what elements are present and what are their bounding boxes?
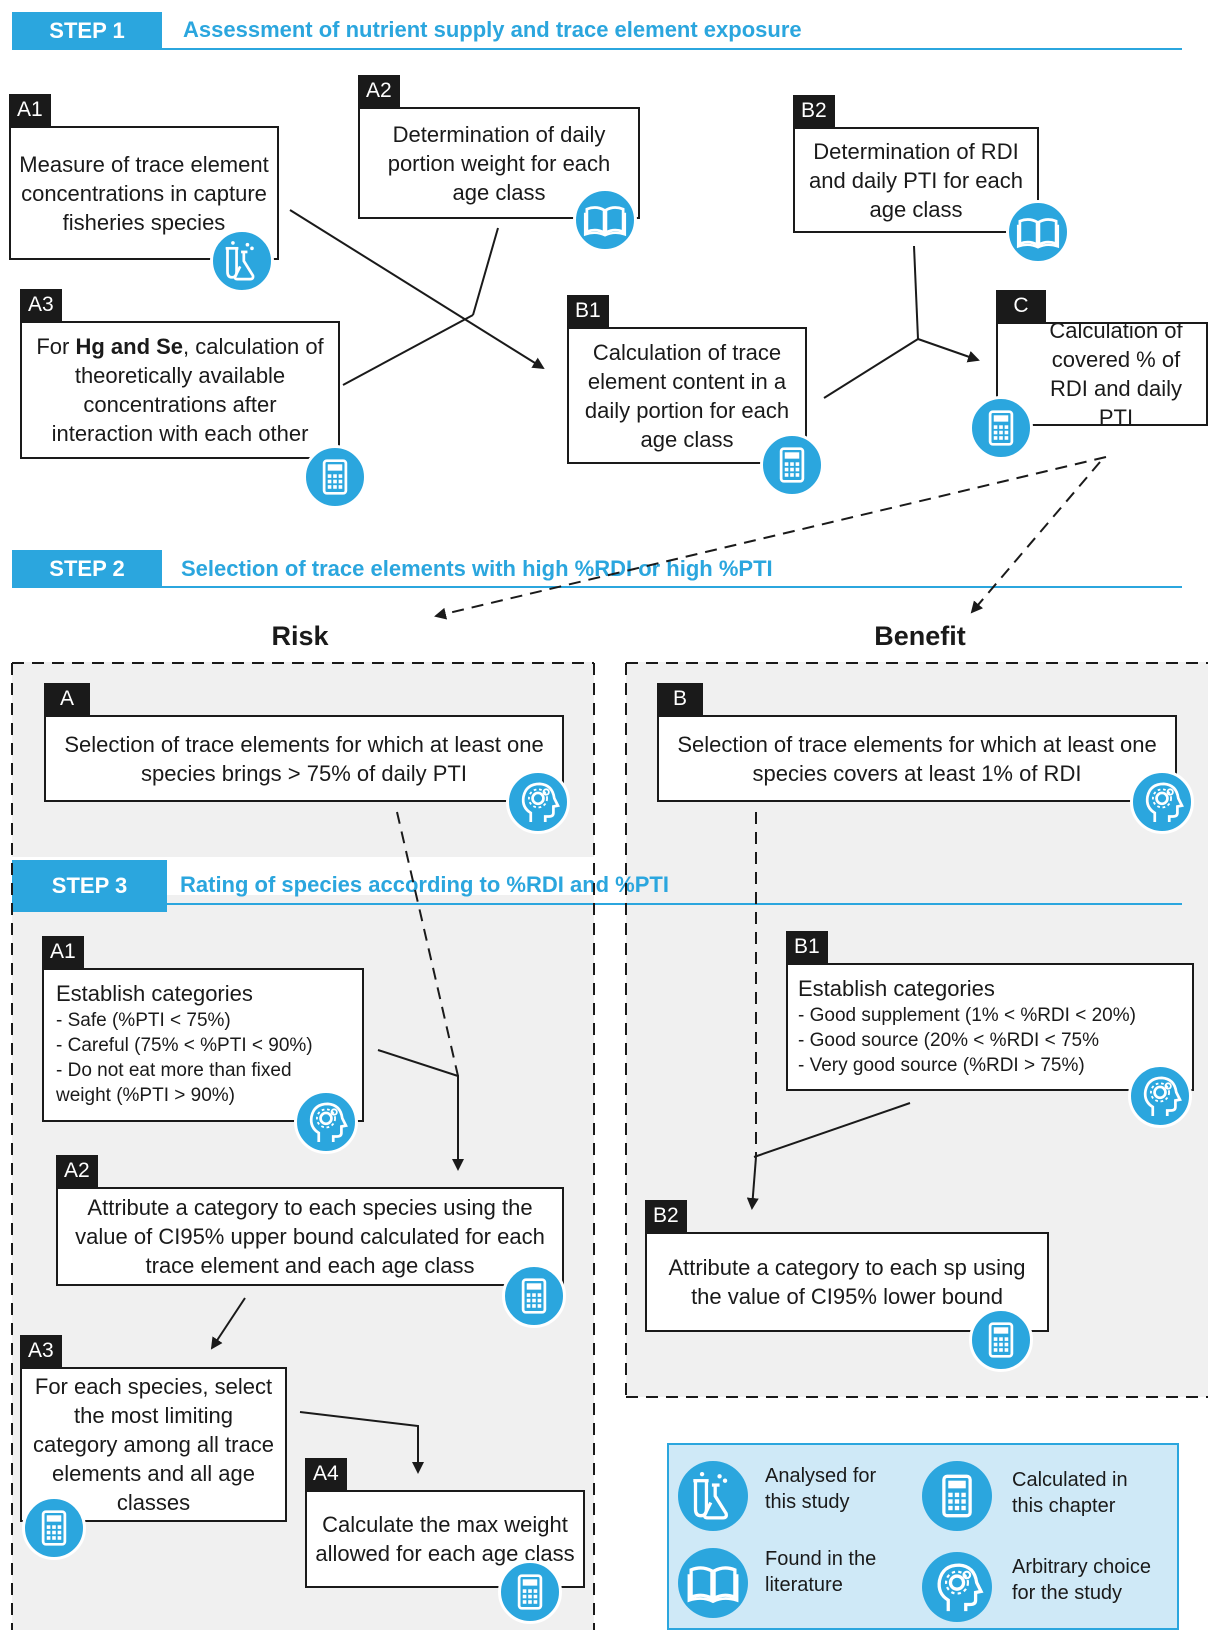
risk-heading: Risk bbox=[271, 621, 329, 651]
legend-analysed: Analysed for this study bbox=[765, 1465, 877, 1513]
s1-a1-tag: A1 bbox=[9, 94, 51, 126]
calculator-icon bbox=[502, 1264, 566, 1328]
s3-a1-item: weight (%PTI > 90%) bbox=[56, 1085, 235, 1106]
s3-a2-box: Attribute a category to each species usi… bbox=[56, 1187, 564, 1286]
s1-a1-box: Measure of trace element concentrations … bbox=[9, 126, 279, 260]
s3-a1-item: - Do not eat more than fixed bbox=[56, 1060, 292, 1081]
s3-b1-item: - Good source (20% < %RDI < 75% bbox=[798, 1030, 1099, 1051]
flask-icon bbox=[210, 229, 274, 293]
legend-literature: Found in the literature bbox=[765, 1548, 877, 1596]
s1-a3-box: For Hg and Se, calculation of theoretica… bbox=[20, 321, 340, 459]
s2-b-box: Selection of trace elements for which at… bbox=[657, 715, 1177, 802]
s3-a1-item: - Safe (%PTI < 75%) bbox=[56, 1010, 231, 1031]
s2-b-text: Selection of trace elements for which at… bbox=[677, 731, 1157, 786]
s1-a3-text-bold: Hg and Se bbox=[75, 334, 184, 359]
s3-a2-tag: A2 bbox=[56, 1155, 98, 1187]
calculator-icon bbox=[969, 1308, 1033, 1372]
s1-a3-text: For Hg and Se, calculation of theoretica… bbox=[30, 332, 330, 448]
s2-a-text: Selection of trace elements for which at… bbox=[64, 731, 544, 786]
s3-a1-tag: A1 bbox=[42, 936, 84, 968]
head-gears-icon bbox=[1128, 1064, 1192, 1128]
s1-b2-box: Determination of RDI and daily PTI for e… bbox=[793, 127, 1039, 233]
s3-a4-tag: A4 bbox=[305, 1458, 347, 1490]
s3-a4-text: Calculate the max weight allowed for eac… bbox=[315, 1512, 575, 1566]
s3-a2-text: Attribute a category to each species usi… bbox=[75, 1195, 545, 1278]
s3-b1-item: - Good supplement (1% < %RDI < 20%) bbox=[798, 1005, 1136, 1026]
flask-icon bbox=[678, 1461, 748, 1531]
s2-a-box: Selection of trace elements for which at… bbox=[44, 715, 564, 802]
benefit-heading: Benefit bbox=[874, 621, 966, 651]
step2-tab: STEP 2 bbox=[12, 550, 162, 588]
s3-b2-text: Attribute a category to each sp using th… bbox=[668, 1255, 1026, 1309]
step3-title: Rating of species according to %RDI and … bbox=[180, 872, 669, 897]
s1-b1-tag: B1 bbox=[567, 295, 609, 327]
s1-a2-tag: A2 bbox=[358, 75, 400, 107]
s1-b2-tag: B2 bbox=[793, 95, 835, 127]
legend bbox=[667, 1443, 1179, 1630]
s3-a3-text: For each species, select the most limiti… bbox=[33, 1374, 274, 1515]
s1-a2-box: Determination of daily portion weight fo… bbox=[358, 107, 640, 219]
s1-c-text: Calculation of covered % of RDI and dail… bbox=[1049, 318, 1183, 430]
calculator-icon bbox=[969, 396, 1033, 460]
calculator-icon bbox=[760, 433, 824, 497]
step1-title: Assessment of nutrient supply and trace … bbox=[183, 17, 802, 42]
s2-a-tag: A bbox=[44, 683, 90, 715]
s3-b1-item: - Very good source (%RDI > 75%) bbox=[798, 1055, 1085, 1076]
head-gears-icon bbox=[922, 1552, 992, 1622]
s1-c-tag: C bbox=[996, 290, 1046, 322]
s3-a1-item: - Careful (75% < %PTI < 90%) bbox=[56, 1035, 313, 1056]
s1-a2-text: Determination of daily portion weight fo… bbox=[387, 121, 611, 205]
s1-a1-text: Measure of trace element concentrations … bbox=[19, 151, 269, 235]
s1-a3-tag: A3 bbox=[20, 289, 62, 321]
book-icon bbox=[1006, 200, 1070, 264]
calculator-icon bbox=[22, 1496, 86, 1560]
s3-b1-heading: Establish categories bbox=[798, 976, 995, 1001]
s1-b2-text: Determination of RDI and daily PTI for e… bbox=[808, 138, 1023, 222]
s1-a3-text-before: For bbox=[36, 334, 76, 359]
book-icon bbox=[573, 188, 637, 252]
calculator-icon bbox=[922, 1461, 992, 1531]
head-gears-icon bbox=[1130, 770, 1194, 834]
s2-b-tag: B bbox=[657, 683, 703, 715]
s1-b1-text: Calculation of trace element content in … bbox=[584, 339, 790, 452]
s3-b2-box: Attribute a category to each sp using th… bbox=[645, 1232, 1049, 1332]
s1-c-box: Calculation of covered % of RDI and dail… bbox=[996, 318, 1208, 430]
step3-tab: STEP 3 bbox=[12, 860, 167, 912]
book-icon bbox=[678, 1548, 748, 1618]
s3-a3-box: For each species, select the most limiti… bbox=[20, 1367, 287, 1522]
s3-a1-heading: Establish categories bbox=[56, 981, 253, 1006]
s1-b1-box: Calculation of trace element content in … bbox=[567, 327, 807, 464]
s3-b1-box: Establish categories - Good supplement (… bbox=[786, 963, 1194, 1091]
head-gears-icon bbox=[506, 770, 570, 834]
step2-underline bbox=[162, 586, 1182, 588]
s3-b2-tag: B2 bbox=[645, 1200, 687, 1232]
step1-underline bbox=[162, 48, 1182, 50]
calculator-icon bbox=[498, 1560, 562, 1624]
calculator-icon bbox=[303, 445, 367, 509]
s3-b1-tag: B1 bbox=[786, 931, 828, 963]
head-gears-icon bbox=[294, 1090, 358, 1154]
step1-tab: STEP 1 bbox=[12, 12, 162, 50]
step3-underline bbox=[167, 903, 1182, 905]
legend-arbitrary: Arbitrary choice for the study bbox=[1012, 1556, 1151, 1604]
legend-calculated: Calculated in this chapter bbox=[1012, 1469, 1128, 1517]
s3-a3-tag: A3 bbox=[20, 1335, 62, 1367]
s1-a3-text-after: , calculation of theoretically available… bbox=[51, 334, 324, 446]
